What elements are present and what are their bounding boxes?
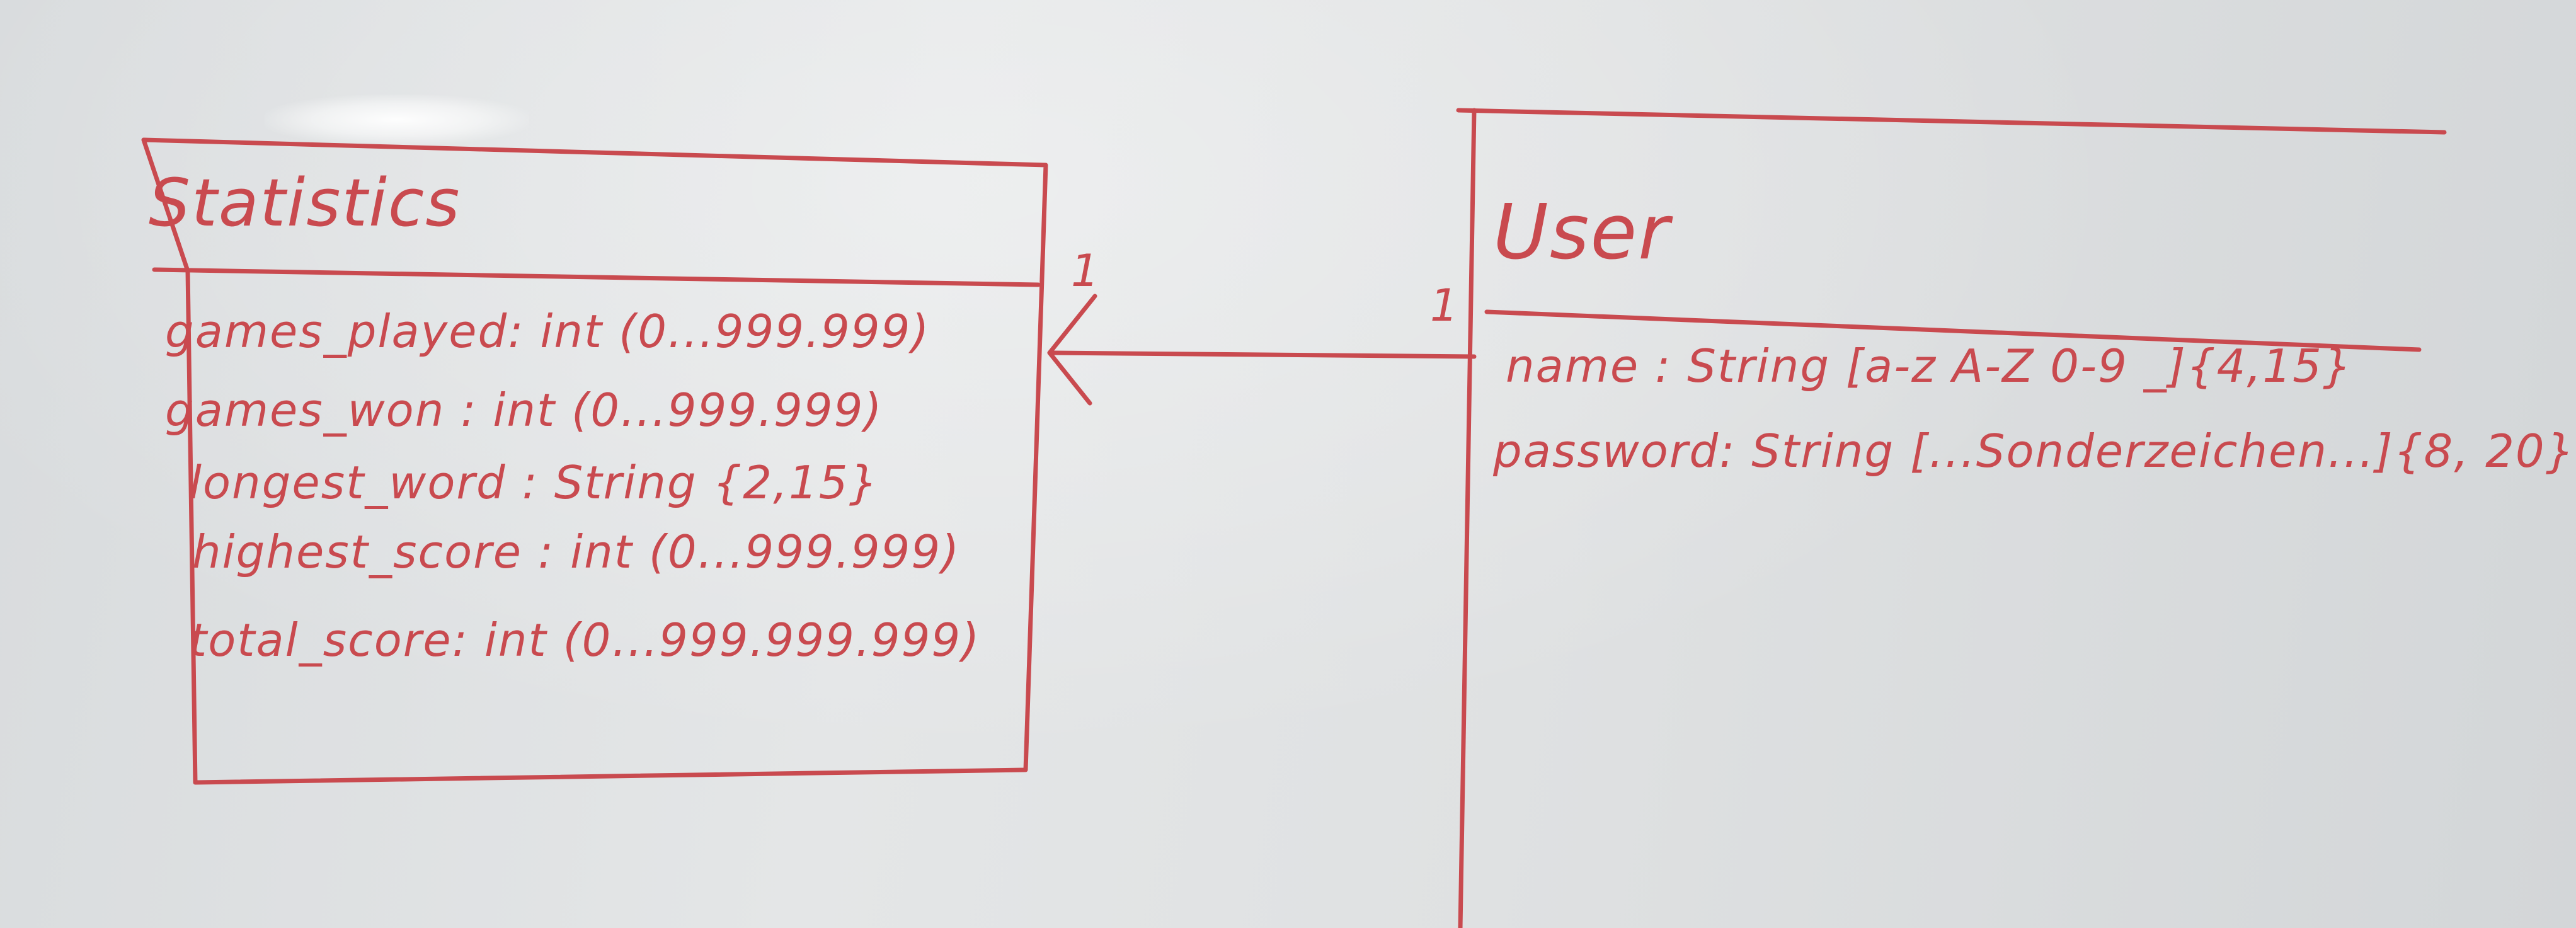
statistics-attribute-games-won: games_won : int (0...999.999) (165, 384, 883, 437)
light-glare (265, 95, 529, 145)
board-reflection (0, 0, 2466, 928)
statistics-attribute-highest-score: highest_score : int (0...999.999) (192, 525, 961, 578)
statistics-box (141, 137, 1048, 785)
statistics-title-divider (152, 267, 1041, 287)
user-box-top (1456, 108, 2447, 135)
association-arrowhead (1047, 294, 1097, 406)
user-class-title: User (1493, 189, 1671, 277)
user-title-divider (1484, 309, 2422, 352)
user-box-left (1458, 108, 1477, 928)
statistics-attribute-games-played: games_played: int (0...999.999) (165, 305, 930, 358)
statistics-attribute-total-score: total_score: int (0...999.999.999) (189, 614, 981, 667)
statistics-class-title: Statistics (149, 164, 461, 241)
statistics-attribute-longest-word: longest_word : String {2,15} (189, 456, 879, 509)
statistics-multiplicity: 1 (1071, 245, 1101, 297)
user-multiplicity: 1 (1430, 280, 1460, 331)
user-attribute-password: password: String [...Sonderzeichen...]{8… (1493, 425, 2576, 478)
diagram-strokes (141, 108, 2447, 928)
association-line (1048, 350, 1477, 359)
user-attribute-name: name : String [a-z A-Z 0-9 _]{4,15} (1506, 340, 2353, 392)
